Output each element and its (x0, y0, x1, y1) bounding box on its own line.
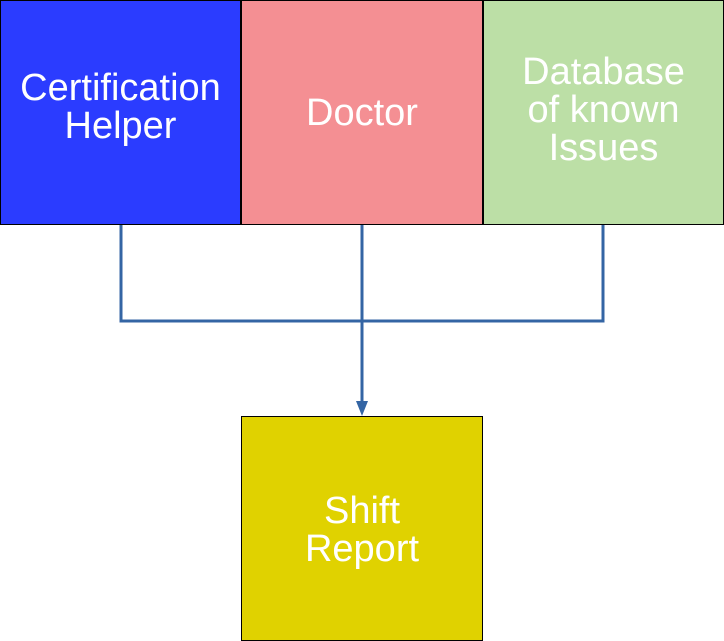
database-label-line-1: Database (522, 50, 685, 93)
database-label-line-3: Issues (548, 126, 659, 169)
database-label-line-2: of known (527, 88, 680, 131)
shift-report-box: Shift Report (241, 416, 483, 641)
certification-helper-label-line-1: Certification (20, 66, 221, 109)
certification-helper-label-line-2: Helper (64, 104, 177, 147)
certification-helper-box: Certification Helper (0, 0, 241, 225)
doctor-label: Doctor (306, 91, 418, 134)
shift-report-label-line-2: Report (304, 527, 420, 570)
arrowhead-to-shift-report (356, 401, 368, 416)
database-known-issues-box: Database of known Issues (483, 0, 724, 225)
doctor-box: Doctor (241, 0, 483, 225)
shift-report-label-line-1: Shift (323, 489, 401, 532)
